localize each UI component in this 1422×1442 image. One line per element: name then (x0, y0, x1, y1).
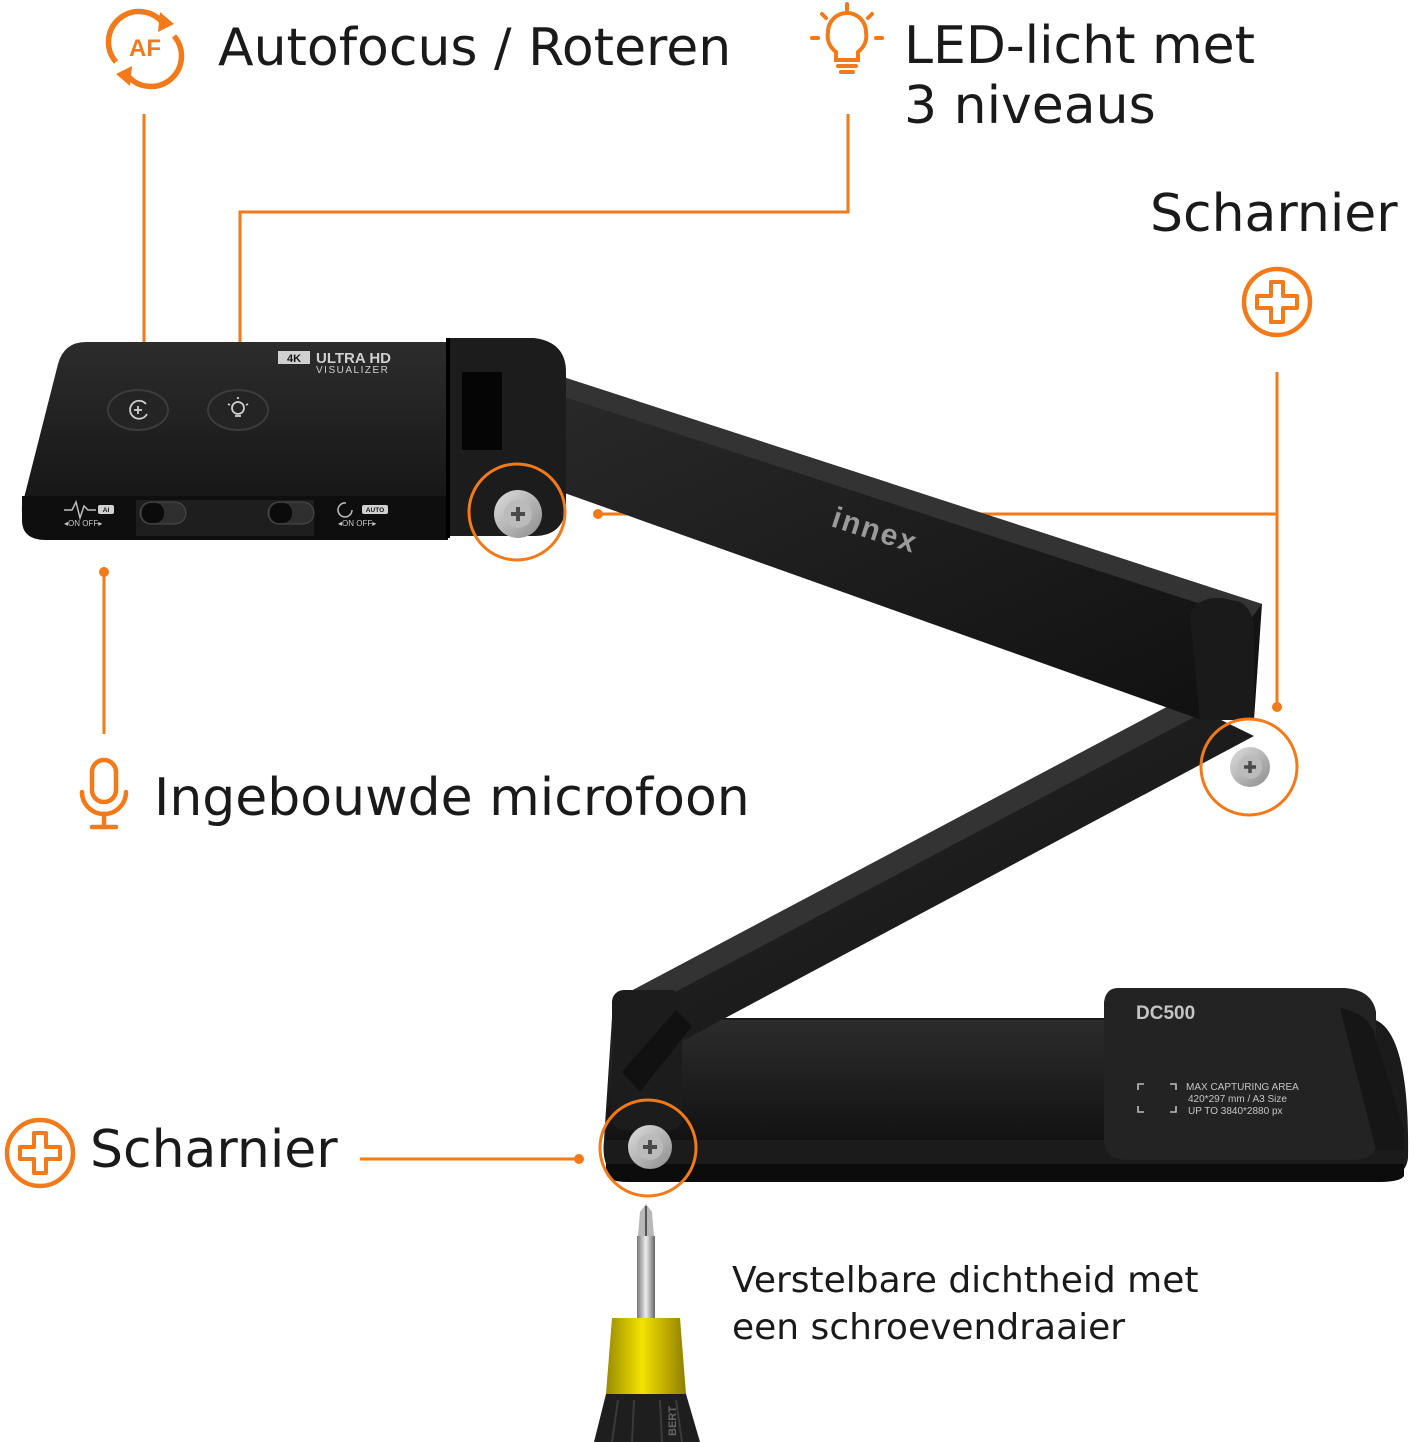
microphone-icon (79, 757, 129, 830)
head-subtitle: VISUALIZER (316, 365, 389, 376)
base-capture-line3: UP TO 3840*2880 px (1188, 1106, 1283, 1117)
upper-arm (500, 376, 1262, 720)
hinge-screws (494, 490, 1270, 1169)
plus-hinge-icon-bottom (4, 1117, 76, 1189)
head-4k-badge: 4K (287, 353, 301, 365)
camera-head (21, 338, 566, 540)
base-capture-line1: MAX CAPTURING AREA (1186, 1082, 1299, 1093)
adjust-label-line1: Verstelbare dichtheid met (732, 1260, 1199, 1301)
camera-base (603, 988, 1409, 1182)
mic-switch-badge: AI (103, 507, 110, 514)
hinge-highlight-circles (467, 462, 1299, 1198)
rotate-switch-badge: AUTO (366, 507, 384, 514)
plus-hinge-icon-top (1241, 266, 1313, 338)
led-label-line2: 3 niveaus (904, 76, 1156, 136)
base-capture-line2: 420*297 mm / A3 Size (1188, 1094, 1287, 1105)
rotate-switch-state: ◂ON OFF▸ (338, 519, 376, 528)
head-title: ULTRA HD (316, 350, 391, 367)
base-model: DC500 (1136, 1003, 1195, 1024)
microphone-label: Ingebouwde microfoon (154, 768, 750, 828)
mic-switch-state: ◂ON OFF▸ (64, 519, 102, 528)
screwdriver-brand: BERT (667, 1406, 679, 1436)
hinge-label-bottom: Scharnier (90, 1120, 338, 1180)
head-4k-badge-bg (278, 351, 310, 364)
lower-arm (612, 700, 1254, 1130)
light-bulb-icon (810, 2, 884, 74)
hinge-label-top: Scharnier (1150, 184, 1398, 244)
autofocus-rotate-icon: AF (105, 8, 185, 90)
led-label-line1: LED-licht met (904, 16, 1256, 76)
adjust-label-line2: een schroevendraaier (732, 1307, 1126, 1348)
autofocus-label: Autofocus / Roteren (218, 18, 732, 78)
autofocus-icon-text: AF (129, 35, 161, 62)
screwdriver (594, 1204, 700, 1442)
